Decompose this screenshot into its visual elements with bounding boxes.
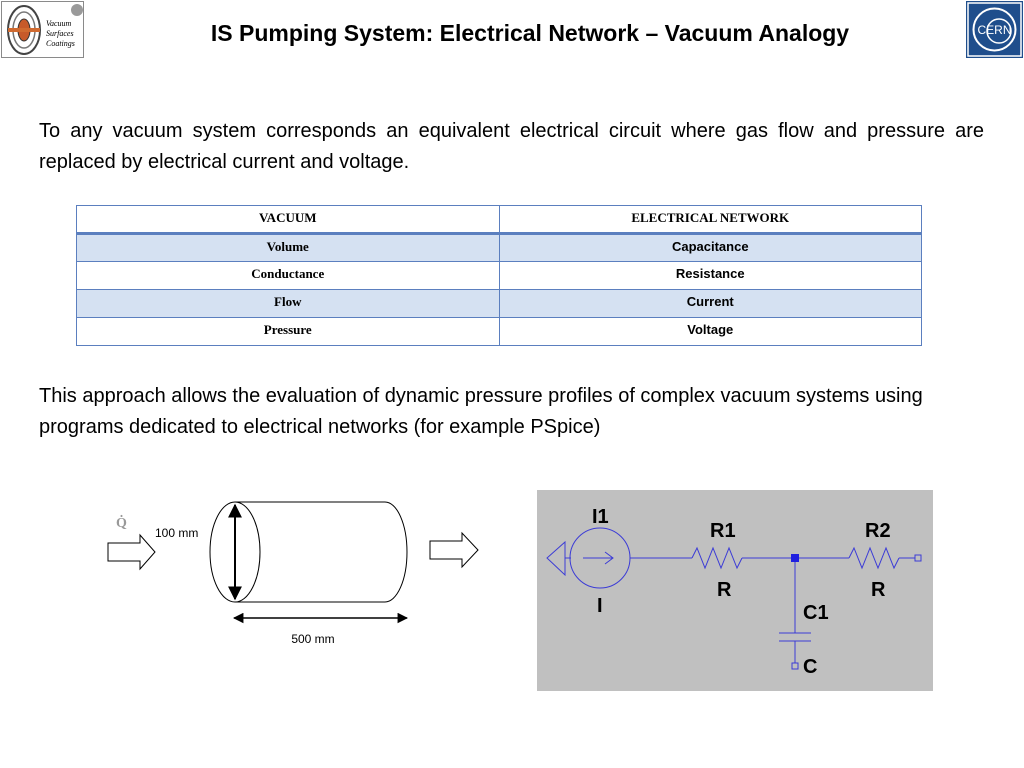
resistor-r2-icon [848,546,900,570]
table-cell-electrical: Current [498,289,922,318]
table-cell-electrical: Resistance [498,261,922,290]
page-title: IS Pumping System: Electrical Network – … [210,20,850,46]
intro-paragraph: To any vacuum system corresponds an equi… [39,120,984,173]
logo-text-3: Coatings [46,39,75,48]
diameter-label: 100 mm [155,526,198,540]
terminal-bottom-icon [791,662,799,670]
c1-value-label: C [803,656,817,678]
cern-logo-text: CERN [977,23,1011,37]
table-header-row: VACUUM ELECTRICAL NETWORK [76,205,922,234]
vacuum-surfaces-coatings-logo: Vacuum Surfaces Coatings [1,1,84,58]
logo-graphic: Vacuum Surfaces Coatings [7,4,83,55]
source-name-label: I1 [592,506,609,528]
r1-name-label: R1 [710,520,736,542]
equivalent-circuit: I1 I R1 R R2 R C1 C [537,490,933,691]
table-header-vacuum: VACUUM [76,205,500,234]
table-cell-electrical: Capacitance [498,233,922,262]
logo-text-1: Vacuum [46,19,72,28]
table-header-electrical: ELECTRICAL NETWORK [498,205,922,234]
table-cell-vacuum: Flow [76,289,500,318]
table-row: Pressure Voltage [76,317,922,346]
outlet-arrow-icon [429,531,479,569]
length-label: 500 mm [291,632,334,646]
table-cell-vacuum: Volume [76,233,500,262]
capacitor-c1-icon [779,632,811,642]
table-cell-vacuum: Pressure [76,317,500,346]
inlet-arrow-icon [107,533,156,571]
junction-node-icon [791,554,799,562]
table-cell-electrical: Voltage [498,317,922,346]
r2-name-label: R2 [865,520,891,542]
source-value-label: I [597,595,603,617]
table-row: Flow Current [76,289,922,318]
logo-text-2: Surfaces [46,29,74,38]
analogy-table: VACUUM ELECTRICAL NETWORK Volume Capacit… [76,205,922,346]
terminal-right-icon [914,554,922,562]
cylinder-body [235,501,408,603]
table-row: Volume Capacitance [76,233,922,262]
c1-name-label: C1 [803,602,829,624]
ground-arrow-icon [546,540,571,577]
cern-logo: CERN [966,1,1023,58]
flow-symbol: Q̇ [116,514,127,531]
r1-value-label: R [717,579,732,601]
resistor-r1-icon [691,546,743,570]
table-row: Conductance Resistance [76,261,922,290]
r2-value-label: R [871,579,886,601]
table-cell-vacuum: Conductance [76,261,500,290]
approach-paragraph: This approach allows the evaluation of d… [39,385,923,438]
vacuum-chamber-diagram: Q̇ 100 mm 500 mm [100,495,490,655]
cern-logo-graphic: CERN [967,2,1022,57]
